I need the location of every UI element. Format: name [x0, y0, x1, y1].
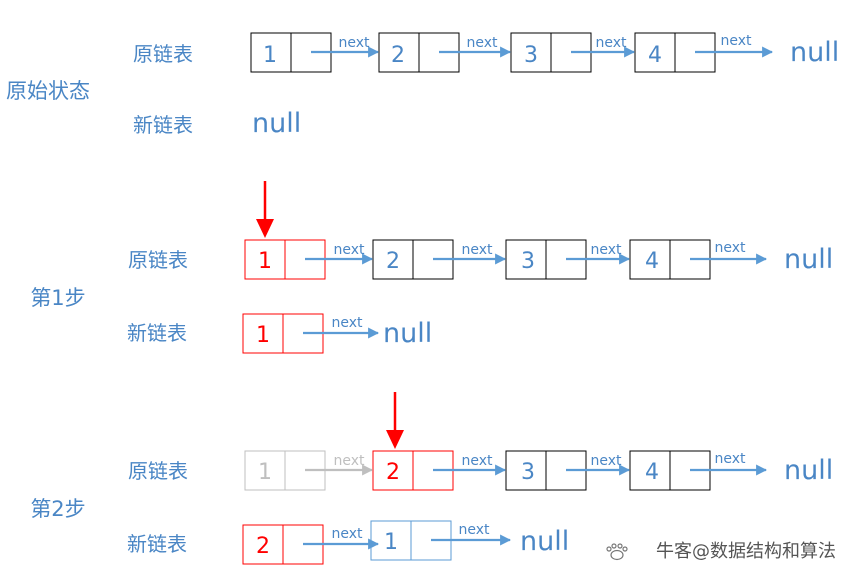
next-label: next — [331, 315, 363, 331]
null-terminator: null — [252, 108, 301, 139]
next-pointer: next — [695, 33, 774, 58]
node-value: 1 — [256, 323, 270, 348]
section-title-original: 原始状态 — [6, 79, 90, 103]
next-label: next — [466, 35, 498, 51]
linked-list-row: 1 next null — [242, 313, 432, 354]
null-terminator: null — [790, 37, 839, 68]
next-label: next — [714, 451, 746, 467]
current-node-marker — [256, 181, 274, 238]
section-title-step2: 第2步 — [30, 497, 85, 521]
node-value: 4 — [645, 249, 659, 274]
next-pointer: next — [303, 315, 380, 339]
row-label-original-list: 原链表 — [133, 42, 193, 66]
list-node: 3 — [505, 450, 587, 491]
null-terminator: null — [784, 244, 833, 275]
next-pointer: next — [571, 35, 636, 58]
linked-list-row: null — [252, 108, 301, 139]
next-label: next — [595, 35, 627, 51]
current-node-marker — [386, 392, 404, 449]
node-value: 2 — [386, 249, 400, 274]
next-label: next — [333, 242, 365, 258]
linked-list-row: 1 2 3 4 next next — [244, 239, 833, 280]
null-terminator: null — [784, 455, 833, 486]
next-pointer: next — [566, 453, 631, 476]
node-value: 3 — [524, 43, 538, 68]
marker-head-icon — [256, 219, 274, 238]
row-label-original-list: 原链表 — [128, 459, 188, 483]
linked-list-row: 1 2 3 4 next next — [244, 450, 833, 491]
next-label: next — [333, 453, 365, 469]
node-value: 3 — [521, 460, 535, 485]
next-pointer: next — [439, 35, 512, 58]
node-value: 1 — [263, 43, 277, 68]
next-pointer-faded: next — [305, 453, 374, 476]
cat-paw-icon — [606, 543, 628, 561]
row-label-new-list: 新链表 — [127, 321, 187, 345]
next-pointer: next — [433, 242, 507, 265]
next-pointer: next — [311, 35, 380, 58]
next-label: next — [714, 240, 746, 256]
node-value: 2 — [391, 43, 405, 68]
next-pointer: next — [690, 451, 768, 476]
next-label: next — [590, 453, 622, 469]
next-label: next — [590, 242, 622, 258]
node-value: 3 — [521, 249, 535, 274]
list-node: 2 — [242, 524, 324, 565]
next-label: next — [458, 522, 490, 538]
next-pointer: next — [431, 522, 512, 546]
row-label-new-list: 新链表 — [133, 113, 193, 137]
next-pointer: next — [305, 242, 374, 265]
next-pointer: next — [433, 453, 507, 476]
node-value: 1 — [258, 249, 272, 274]
next-label: next — [338, 35, 370, 51]
linked-list-row: 2 1 next next null — [242, 520, 569, 565]
node-value: 2 — [256, 534, 270, 559]
watermark: 牛客@数据结构和算法 — [606, 541, 836, 562]
node-value: 2 — [386, 460, 400, 485]
node-value: 4 — [645, 460, 659, 485]
section-title-step1: 第1步 — [30, 286, 85, 310]
node-value: 1 — [384, 530, 398, 555]
linked-list-row: 1 2 3 4 next next — [250, 32, 839, 73]
node-value: 1 — [258, 460, 272, 485]
watermark-text: 牛客@数据结构和算法 — [656, 541, 836, 562]
next-label: next — [461, 242, 493, 258]
next-pointer: next — [690, 240, 768, 265]
marker-head-icon — [386, 430, 404, 449]
null-terminator: null — [520, 526, 569, 557]
next-label: next — [331, 526, 363, 542]
next-pointer: next — [303, 526, 380, 550]
next-label: next — [720, 33, 752, 49]
node-value: 4 — [648, 43, 662, 68]
row-label-new-list: 新链表 — [127, 532, 187, 556]
next-label: next — [461, 453, 493, 469]
null-terminator: null — [383, 318, 432, 349]
row-label-original-list: 原链表 — [128, 248, 188, 272]
next-pointer: next — [566, 242, 631, 265]
